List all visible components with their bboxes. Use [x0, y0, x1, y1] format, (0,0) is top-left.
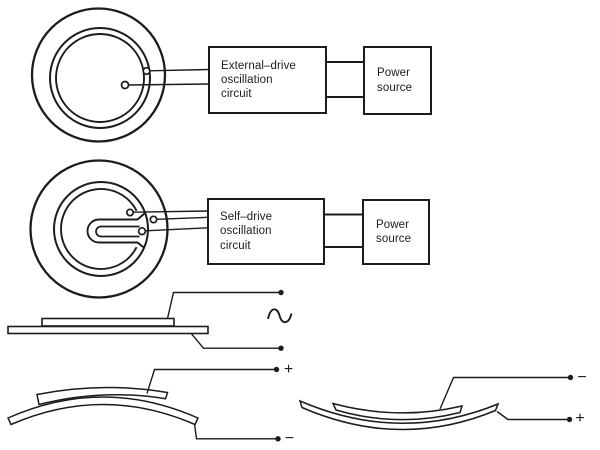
disc-outer-ring	[29, 159, 169, 299]
terminal-dot	[149, 215, 158, 224]
power-source-block-middle: Power source	[362, 199, 430, 265]
external-drive-circuit-label: External–drive oscillation circuit	[221, 59, 296, 101]
disc-electrode-ring	[55, 33, 145, 123]
minus-sign: −	[577, 368, 587, 386]
ceramic-strip	[36, 386, 169, 406]
lead-wire	[156, 216, 209, 220]
power-source-label: Power source	[377, 67, 413, 94]
sine-wave-icon	[267, 308, 293, 324]
bottom-lead	[193, 423, 278, 440]
metal-strip	[298, 399, 500, 431]
terminal-end-dot	[566, 416, 573, 423]
feedback-electrode-inner	[95, 225, 140, 238]
self-drive-disc	[29, 159, 209, 299]
plus-sign: +	[575, 410, 585, 427]
lead-wire	[127, 83, 210, 86]
top-lead	[146, 368, 277, 394]
lead-wire	[145, 227, 209, 232]
terminal-end-dot	[275, 436, 281, 442]
disc-electrode-ring-gapped	[60, 188, 138, 270]
self-drive-circuit-label: Self–drive oscillation circuit	[220, 211, 273, 252]
block-connectors-middle	[323, 213, 364, 248]
terminal-end-dot	[567, 374, 574, 381]
plus-sign: +	[283, 360, 294, 378]
bottom-lead	[190, 333, 281, 349]
external-drive-disc	[30, 7, 210, 143]
lead-wire	[133, 210, 209, 213]
metal-plate	[7, 325, 209, 335]
arch-down-schematic	[298, 374, 574, 431]
minus-sign: −	[284, 429, 295, 447]
power-source-label: Power source	[376, 218, 412, 245]
top-lead	[439, 376, 571, 410]
terminal-dot	[120, 80, 130, 90]
terminal-dot	[137, 226, 147, 236]
terminal-dot	[142, 66, 151, 76]
ceramic-plate	[41, 317, 175, 327]
disc-outer-ring	[30, 7, 167, 143]
metal-strip	[6, 396, 200, 426]
lead-wire	[148, 68, 210, 72]
terminal-dot	[125, 208, 135, 217]
arch-up-schematic	[6, 366, 281, 442]
terminal-end-dot	[278, 345, 284, 351]
bottom-lead	[496, 410, 570, 421]
top-lead	[166, 291, 281, 319]
feedback-electrode-outer	[86, 212, 146, 249]
ceramic-strip	[331, 402, 464, 421]
block-connectors-top	[325, 61, 365, 98]
terminal-end-dot	[278, 289, 284, 296]
disc-middle-ring	[49, 27, 151, 129]
flat-plate-schematic	[7, 289, 293, 351]
power-source-block-top: Power source	[363, 46, 432, 115]
external-drive-circuit-block: External–drive oscillation circuit	[208, 46, 327, 114]
self-drive-circuit-block: Self–drive oscillation circuit	[207, 198, 325, 265]
terminal-end-dot	[273, 366, 280, 373]
disc-middle-ring	[53, 181, 149, 277]
